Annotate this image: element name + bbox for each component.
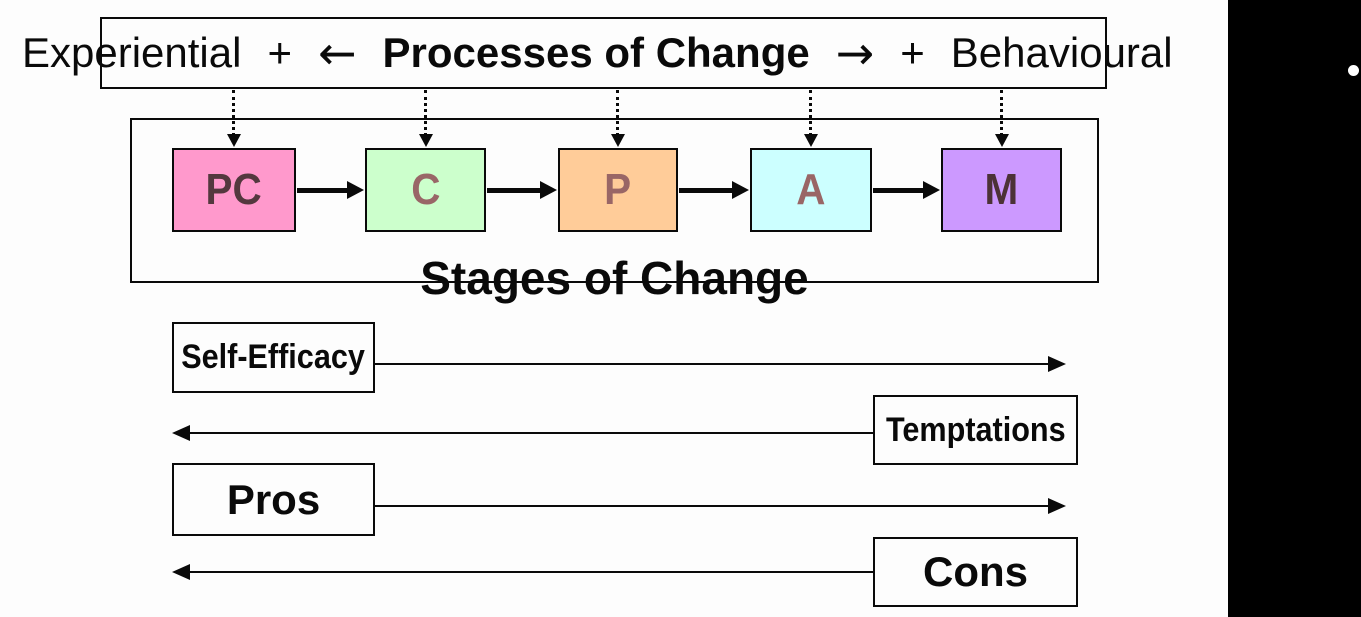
header-row: Experiential + ← Processes of Change → +… [22,17,1222,89]
temptations-arrow-head-icon [172,425,190,441]
processes-of-change-box [100,17,1107,89]
self-efficacy-label: Self-Efficacy [181,338,366,376]
self-efficacy-arrow-line [375,363,1049,365]
cons-arrow-line [190,571,873,573]
stage-arrow-line [873,188,926,193]
plus-right: + [900,29,925,76]
temptations-label: Temptations [885,410,1066,449]
stages-of-change-caption: Stages of Change [420,252,809,304]
stage-box-action: A [750,148,872,232]
stage-label-p: P [604,165,632,214]
dotted-arrow-line [809,90,812,136]
stage-arrow-line [297,188,350,193]
self-efficacy-arrow-head-icon [1048,356,1066,372]
stage-box-preparation: P [558,148,678,232]
stage-label-a: A [796,165,826,214]
stage-arrow-head-icon [347,181,364,199]
pros-arrow-line [375,505,1049,507]
stage-label-m: M [984,165,1019,214]
processes-of-change-title: Processes of Change [382,29,810,76]
dotted-arrow-head-icon [227,134,241,147]
cons-box: Cons [873,537,1078,607]
sidebar-dot [1348,65,1359,76]
dotted-arrow-head-icon [995,134,1009,147]
stages-outer-box [130,118,1099,283]
stage-arrow-head-icon [923,181,940,199]
dotted-arrow-head-icon [419,134,433,147]
temptations-box: Temptations [873,395,1078,465]
dotted-arrow-line [616,90,619,136]
stage-label-c: C [410,165,441,214]
stage-box-contemplation: C [365,148,486,232]
stage-arrow-line [487,188,543,193]
dotted-arrow-head-icon [804,134,818,147]
experiential-label: Experiential [22,29,242,76]
stage-box-maintenance: M [941,148,1062,232]
cons-label: Cons [923,548,1028,595]
right-arrow-icon: → [835,26,875,80]
temptations-arrow-line [190,432,873,434]
left-arrow-icon: ← [318,26,357,80]
dotted-arrow-line [424,90,427,136]
stage-box-precontemplation: PC [172,148,296,232]
cons-arrow-head-icon [172,564,190,580]
right-black-sidebar [1228,0,1361,617]
stage-arrow-head-icon [540,181,557,199]
pros-arrow-head-icon [1048,498,1066,514]
plus-left: + [267,29,292,76]
dotted-arrow-head-icon [611,134,625,147]
pros-label: Pros [226,475,321,523]
stage-arrow-line [679,188,735,193]
behavioural-label: Behavioural [950,29,1173,76]
self-efficacy-box: Self-Efficacy [172,322,375,393]
dotted-arrow-line [232,90,235,136]
dotted-arrow-line [1000,90,1003,136]
stage-arrow-head-icon [732,181,749,199]
stage-label-pc: PC [205,165,263,214]
pros-box: Pros [172,463,375,536]
